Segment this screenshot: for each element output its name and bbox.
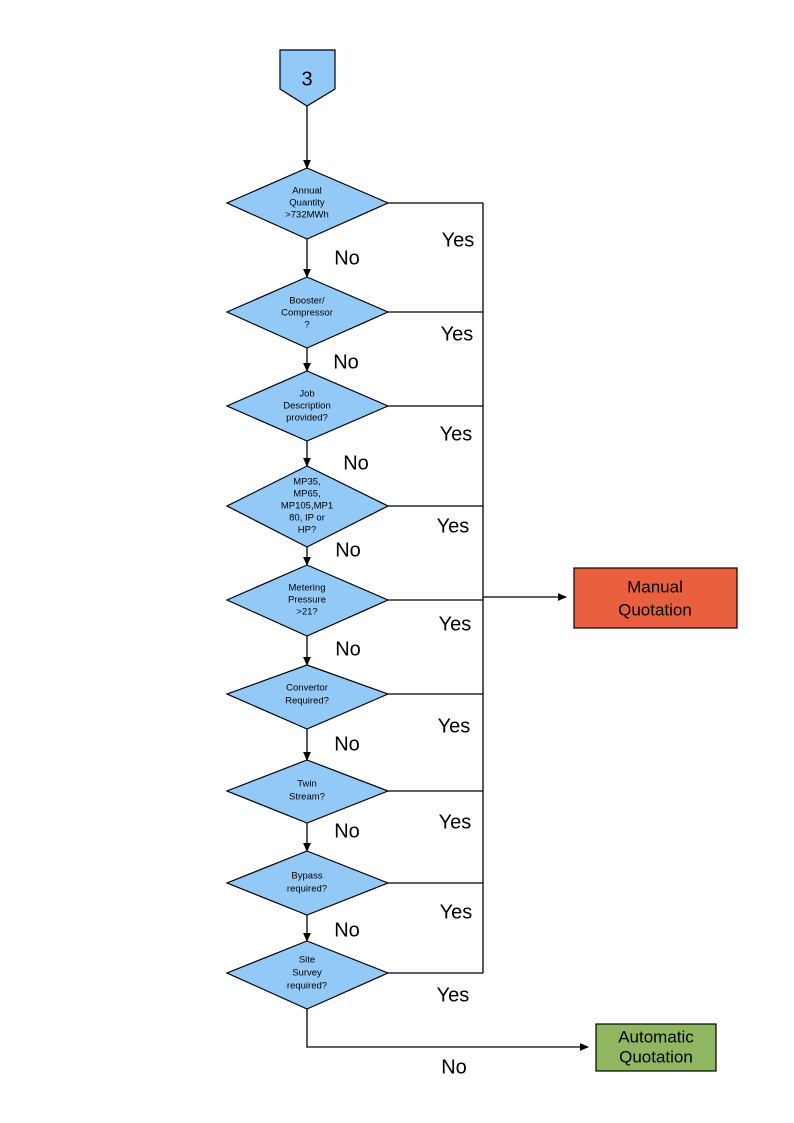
edge-label-no-final: No [441, 1056, 467, 1078]
node-decision-job-description[interactable]: Job Description provided? [225, 370, 390, 442]
decision-line: Quantity [289, 198, 325, 209]
decision-line: MP35, [293, 477, 320, 488]
automatic-quotation-line: Automatic [618, 1027, 694, 1046]
decision-line: Booster/ [289, 296, 325, 307]
decision-line: HP? [298, 525, 316, 536]
decision-shape [225, 465, 390, 548]
decision-line: required? [287, 981, 327, 992]
node-start-connector[interactable]: 3 [279, 49, 336, 107]
edge-label-no: No [343, 452, 369, 474]
start-connector-shape [279, 49, 336, 107]
decision-line: Job [299, 389, 314, 400]
node-decision-convertor-required[interactable]: Convertor Required? [225, 664, 390, 730]
edge-label-no: No [335, 539, 361, 561]
edge-label-no: No [334, 919, 360, 941]
node-decision-annual-quantity[interactable]: Annual Quantity >732MWh [225, 167, 390, 240]
decision-shape [225, 850, 390, 916]
decision-line: 80, IP or [289, 513, 325, 524]
decision-line: Bypass [291, 871, 322, 882]
edge-label-yes: Yes [437, 984, 470, 1006]
edge-label-no: No [334, 820, 360, 842]
edge-label-yes: Yes [440, 901, 473, 923]
decision-shape [225, 276, 390, 349]
decision-line: Metering [289, 583, 326, 594]
node-decision-pressure-tier[interactable]: MP35, MP65, MP105,MP1 80, IP or HP? [225, 465, 390, 548]
edge-label-yes: Yes [437, 515, 470, 537]
edge-no-site-survey-to-automatic-quotation [306, 1009, 589, 1051]
automatic-quotation-box [595, 1023, 717, 1072]
decision-shape [225, 564, 390, 637]
decision-line: Compressor [281, 308, 333, 319]
edge-label-no: No [334, 247, 360, 269]
node-decision-metering-pressure[interactable]: Metering Pressure >21? [225, 564, 390, 637]
automatic-quotation-line: Quotation [619, 1047, 693, 1066]
edge-label-yes: Yes [440, 423, 473, 445]
decision-line: Convertor [286, 683, 328, 694]
node-decision-bypass-required[interactable]: Bypass required? [225, 850, 390, 916]
edge-label-no: No [335, 638, 361, 660]
decision-line: provided? [286, 413, 328, 424]
edge-label-yes: Yes [441, 323, 474, 345]
manual-quotation-box [573, 567, 738, 629]
decision-shape [225, 370, 390, 442]
decision-line: >21? [296, 607, 317, 618]
edge-label-no: No [333, 351, 359, 373]
manual-quotation-line: Quotation [618, 600, 692, 619]
decision-line: MP65, [293, 489, 320, 500]
decision-line: Pressure [288, 595, 326, 606]
decision-line: ? [304, 320, 309, 331]
edge-label-yes: Yes [439, 811, 472, 833]
decision-line: Survey [292, 968, 322, 979]
node-decision-twin-stream[interactable]: Twin Stream? [225, 759, 390, 824]
decision-line: Site [299, 955, 315, 966]
decision-line: Description [283, 401, 331, 412]
node-decision-booster-compressor[interactable]: Booster/ Compressor ? [225, 276, 390, 349]
decision-line: Annual [292, 186, 322, 197]
node-manual-quotation[interactable]: Manual Quotation [573, 567, 738, 629]
decision-line: Stream? [289, 792, 325, 803]
decision-shape [225, 759, 390, 824]
decision-shape [225, 664, 390, 730]
decision-line: >732MWh [285, 210, 329, 221]
edge-label-yes: Yes [439, 613, 472, 635]
decision-shape [225, 167, 390, 240]
node-automatic-quotation[interactable]: Automatic Quotation [595, 1023, 717, 1072]
decision-line: Required? [285, 696, 329, 707]
decision-line: MP105,MP1 [281, 501, 333, 512]
decision-line: required? [287, 884, 327, 895]
edge-label-yes: Yes [438, 715, 471, 737]
edge-label-yes: Yes [442, 229, 475, 251]
edge-label-no: No [334, 733, 360, 755]
start-connector-label: 3 [301, 68, 312, 90]
node-decision-site-survey[interactable]: Site Survey required? [225, 940, 390, 1010]
decision-shape [225, 940, 390, 1010]
manual-quotation-line: Manual [627, 577, 683, 596]
decision-line: Twin [297, 779, 317, 790]
